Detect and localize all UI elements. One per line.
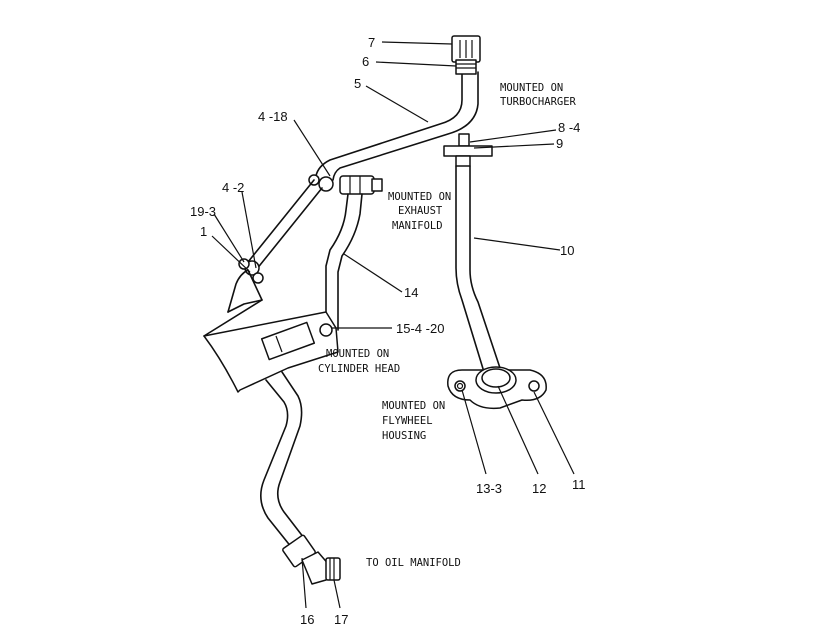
note-turbo-1: MOUNTED ON xyxy=(500,82,563,94)
callout-4-2: 4 -2 xyxy=(222,180,244,195)
callout-9: 9 xyxy=(556,136,563,151)
callout-numbers: 7 6 5 4 -18 4 -2 19-3 1 14 15-4 -20 8 -4… xyxy=(190,35,586,627)
callout-19-3: 19-3 xyxy=(190,204,216,219)
exhaust-hose-fitting xyxy=(308,174,383,195)
flange-11 xyxy=(447,366,547,410)
oil-manifold-fittings xyxy=(282,534,341,585)
note-exhaust-3: MANIFOLD xyxy=(392,220,443,232)
lower-tube xyxy=(260,371,305,549)
tube-14 xyxy=(325,193,363,331)
callout-13-3: 13-3 xyxy=(476,481,502,496)
callout-14: 14 xyxy=(404,285,418,300)
note-oil-manifold: TO OIL MANIFOLD xyxy=(366,557,461,569)
callout-15-4-20: 15-4 -20 xyxy=(396,321,444,336)
note-flywheel-3: HOUSING xyxy=(382,430,426,442)
tube-10 xyxy=(455,165,501,373)
callout-4-18: 4 -18 xyxy=(258,109,288,124)
callout-17: 17 xyxy=(334,612,348,627)
callout-10: 10 xyxy=(560,243,574,258)
callout-12: 12 xyxy=(532,481,546,496)
note-cylinder-2: CYLINDER HEAD xyxy=(318,363,400,375)
note-exhaust-1: MOUNTED ON xyxy=(388,191,451,203)
note-turbo-2: TURBOCHARGER xyxy=(500,96,577,108)
callout-7: 7 xyxy=(368,35,375,50)
bracket-bolts xyxy=(238,258,264,284)
tube-5 xyxy=(315,71,479,181)
turbo-fitting xyxy=(451,35,481,75)
callout-16: 16 xyxy=(300,612,314,627)
callout-5: 5 xyxy=(354,76,361,91)
mounting-notes: MOUNTED ON TURBOCHARGER MOUNTED ON EXHAU… xyxy=(318,82,577,569)
note-exhaust-2: EXHAUST xyxy=(398,205,443,217)
leader-lines xyxy=(211,41,575,609)
callout-8-4: 8 -4 xyxy=(558,120,580,135)
bolt-8-4 xyxy=(443,133,493,167)
callout-11: 11 xyxy=(572,477,586,492)
note-flywheel-1: MOUNTED ON xyxy=(382,400,445,412)
callout-6: 6 xyxy=(362,54,369,69)
note-flywheel-2: FLYWHEEL xyxy=(382,415,433,427)
note-cylinder-1: MOUNTED ON xyxy=(326,348,389,360)
bracket-rod xyxy=(247,179,323,271)
callout-1: 1 xyxy=(200,224,207,239)
